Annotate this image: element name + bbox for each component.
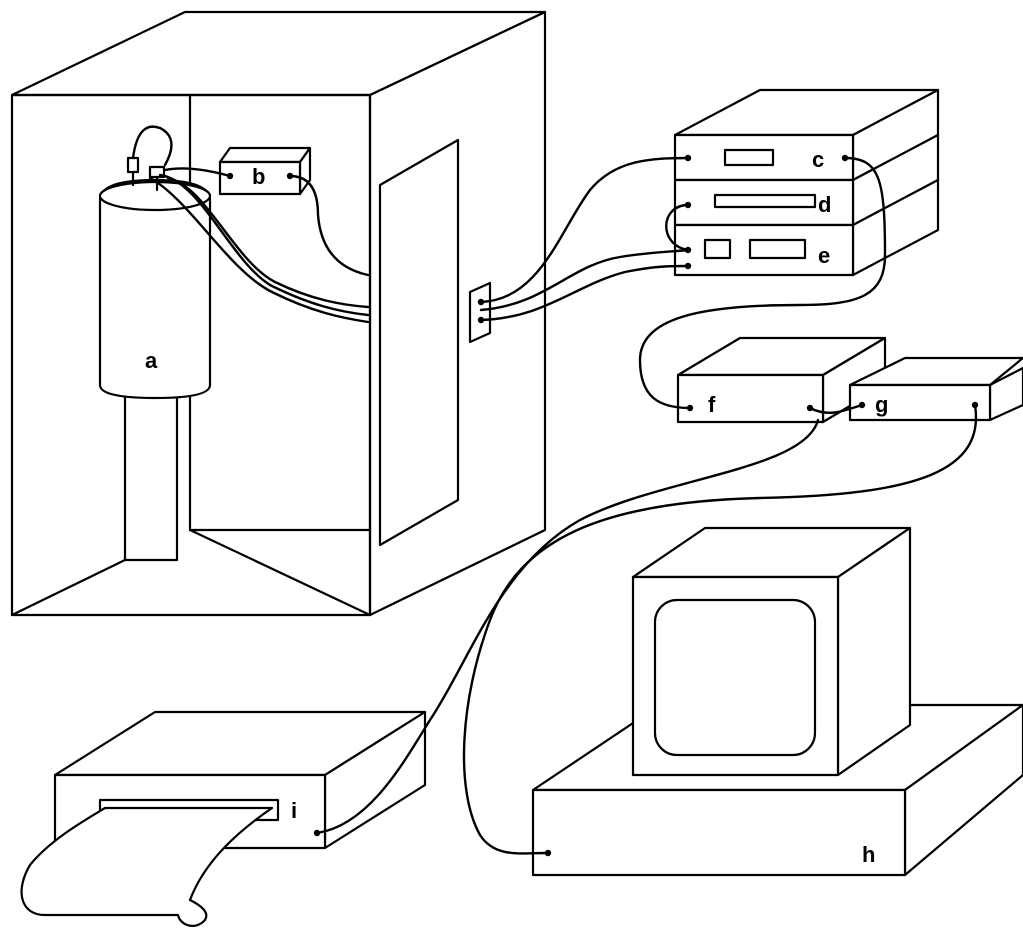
label-h: h bbox=[862, 842, 875, 867]
module-f: f bbox=[676, 336, 887, 424]
shielded-enclosure bbox=[10, 10, 547, 617]
enclosure-cables bbox=[148, 167, 370, 324]
label-a: a bbox=[145, 348, 158, 373]
module-g: g bbox=[848, 356, 1023, 422]
label-b: b bbox=[252, 164, 265, 189]
signal-cables bbox=[315, 156, 978, 855]
detector-cylinder-a: a bbox=[98, 125, 212, 562]
label-c: c bbox=[812, 147, 824, 172]
label-f: f bbox=[708, 392, 716, 417]
paper-output bbox=[20, 806, 274, 927]
monitor-screen bbox=[653, 598, 817, 757]
label-d: d bbox=[818, 192, 831, 217]
label-g: g bbox=[875, 392, 888, 417]
preamplifier-box-b: b bbox=[218, 146, 312, 196]
printer-i: i bbox=[20, 710, 427, 927]
label-i: i bbox=[291, 798, 297, 823]
label-e: e bbox=[818, 243, 830, 268]
instrument-rack: c d e bbox=[673, 88, 940, 277]
monitor bbox=[631, 526, 912, 777]
